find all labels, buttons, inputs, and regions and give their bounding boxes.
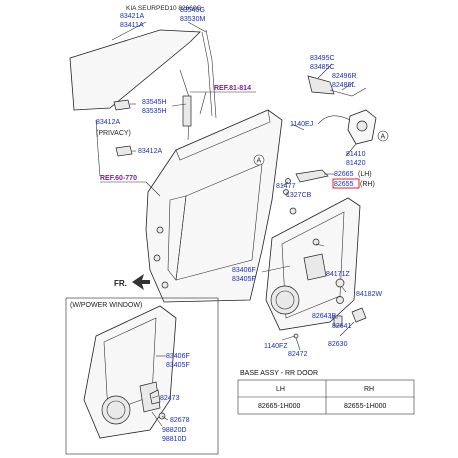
door-inner-line: [167, 195, 187, 281]
handle-rod: [329, 87, 367, 97]
glass-run-channel-3: [201, 31, 213, 117]
label-84182w: 84182W: [356, 291, 382, 298]
fr-arrow-icon: [132, 274, 150, 290]
label-84171z: 84171Z: [326, 271, 350, 278]
label-82473: 82473: [160, 395, 180, 402]
glass-run-channel: [95, 119, 101, 177]
door-panel: [145, 109, 283, 303]
label-98820d: 98820D: [162, 427, 187, 434]
power-window-box: [65, 297, 219, 455]
callout-a-circle: [253, 154, 265, 166]
pw-motor-icon: [139, 381, 161, 413]
label-82643b: 82643B: [312, 313, 336, 320]
delta-bracket-privacy-icon: [115, 145, 133, 157]
label-83412a-2: 83412A: [138, 148, 162, 155]
table-cell-lh: 82665-1H000: [258, 403, 301, 410]
clip-icon: [333, 315, 343, 327]
label-83485c: 83485C: [310, 64, 335, 71]
pw-speaker-hole-icon: [101, 395, 131, 425]
label-98810d: 98810D: [162, 436, 187, 443]
label-82472: 82472: [288, 351, 308, 358]
label-83405f-1: 83405F: [232, 276, 256, 283]
label-1140ej: 1140EJ: [290, 121, 313, 128]
door-window-frame: [175, 109, 271, 161]
table-header-rh: RH: [364, 386, 374, 393]
ref-60-770: REF.60-770: [100, 175, 137, 182]
label-1327cb: 1327CB: [286, 192, 312, 199]
label-83495c: 83495C: [310, 55, 335, 62]
label-lh: (LH): [358, 171, 372, 178]
lock-cylinder-icon: [351, 307, 367, 323]
label-power-window: (W/POWER WINDOW): [70, 302, 142, 309]
label-83540g: 83540G: [180, 7, 205, 14]
callout-a-circle-2: [377, 130, 389, 142]
speaker-hole-icon: [270, 285, 300, 315]
ref-81-814: REF.81-814: [214, 85, 251, 92]
table-cell-rh: 82655-1H000: [344, 403, 387, 410]
label-83411a: 83411A: [120, 22, 144, 29]
callout-a-right: A: [381, 134, 386, 141]
label-83405f-2: 83405F: [166, 362, 190, 369]
label-82630: 82630: [328, 341, 348, 348]
label-81410: 81410: [346, 151, 366, 158]
label-83406f-1: 83406F: [232, 267, 256, 274]
table-title: BASE ASSY - RR DOOR: [240, 370, 318, 377]
label-privacy: (PRIVACY): [96, 130, 131, 137]
door-glass: [69, 29, 201, 111]
outside-handle-bracket-icon: [307, 75, 335, 95]
label-83406f-2: 83406F: [166, 353, 190, 360]
label-81477: 81477: [276, 183, 296, 190]
highlight-82655: [332, 178, 360, 189]
label-83545h: 83545H: [142, 99, 167, 106]
label-rh: (RH): [360, 181, 375, 188]
latch-cable: [317, 115, 351, 125]
leader-lines: [111, 21, 357, 427]
grommet-icon: [336, 296, 344, 304]
fr-label: FR.: [114, 279, 127, 288]
callout-a-left: A: [257, 158, 262, 165]
label-82665: 82665: [334, 171, 354, 178]
label-83421a: 83421A: [120, 13, 144, 20]
label-82655: 82655: [334, 181, 354, 188]
channel-bracket: [182, 95, 192, 127]
label-81420: 81420: [346, 160, 366, 167]
label-83412a-1: 83412A: [96, 119, 120, 126]
outside-handle-icon: [295, 169, 329, 183]
label-83530m: 83530M: [180, 16, 205, 23]
table-header-lh: LH: [276, 386, 285, 393]
delta-bracket-icon: [113, 99, 131, 111]
label-1140fz: 1140FZ: [264, 343, 288, 350]
seal-ring-icon: [335, 278, 345, 288]
glass-run-channel-2: [205, 29, 217, 119]
label-82496r: 82496R: [332, 73, 357, 80]
motor-icon: [303, 253, 327, 281]
label-82641: 82641: [332, 323, 352, 330]
label-83535h: 83535H: [142, 108, 167, 115]
header-title: KIA SEURPED10 82660G: [126, 5, 202, 12]
label-82678: 82678: [170, 417, 190, 424]
label-82486l: 82486L: [332, 82, 355, 89]
